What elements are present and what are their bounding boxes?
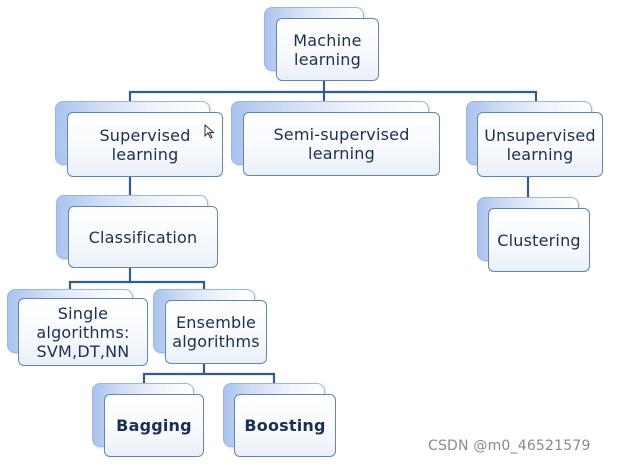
node-boosting-label: Boosting [234, 394, 336, 457]
node-unsupervised-learning-label: Unsupervised learning [477, 112, 603, 177]
watermark-text: CSDN @m0_46521579 [428, 438, 591, 454]
node-semi-supervised-learning-label: Semi-supervised learning [243, 112, 440, 176]
node-clustering-label: Clustering [488, 208, 590, 272]
mouse-cursor-icon [204, 124, 215, 139]
node-machine-learning-label: Machine learning [276, 18, 379, 81]
node-single-algorithms-label: Single algorithms: SVM,DT,NN [18, 298, 148, 366]
connector-ensemble-to-methods [142, 360, 276, 388]
node-ensemble-algorithms-label: Ensemble algorithms [165, 300, 267, 364]
node-supervised-learning-label: Supervised learning [67, 112, 223, 177]
node-bagging-label: Bagging [104, 394, 204, 457]
node-classification-label: Classification [68, 206, 218, 268]
connector-root-to-level1 [128, 78, 538, 107]
connector-classification-to-algorithms [68, 266, 206, 294]
